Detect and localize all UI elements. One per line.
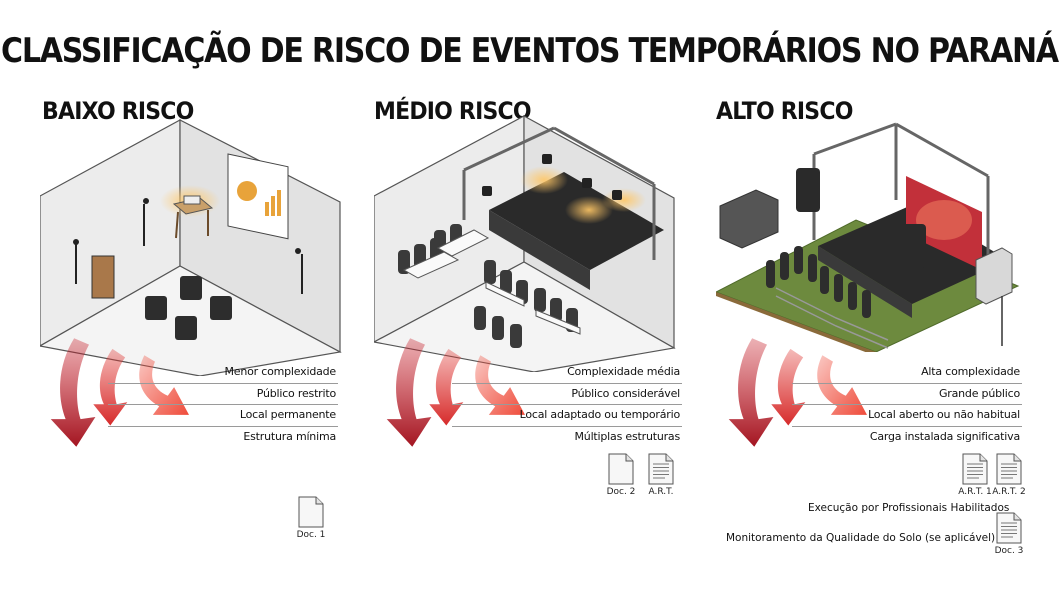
document-icon — [608, 453, 634, 485]
medium-doc-art: A.R.T. — [646, 453, 676, 497]
high-attr-item: Grande público — [792, 384, 1022, 405]
requirement-soil-monitoring: Monitoramento da Qualidade do Solo (se a… — [726, 532, 996, 544]
document-lines-icon — [648, 453, 674, 485]
high-risk-title: ALTO RISCO — [716, 98, 853, 126]
doc-label: Doc. 1 — [296, 530, 326, 540]
high-risk-outdoor-stage-illustration — [716, 122, 1020, 352]
high-risk-attributes: Alta complexidade Grande público Local a… — [792, 362, 1022, 448]
low-attr-item: Local permanente — [108, 405, 338, 427]
document-lines-icon — [962, 453, 988, 485]
high-attr-item: Alta complexidade — [792, 362, 1022, 384]
doc-label: A.R.T. — [648, 487, 674, 497]
doc-label: A.R.T. 1 — [958, 487, 992, 497]
low-risk-attributes: Menor complexidade Público restrito Loca… — [108, 362, 338, 448]
high-doc-art-2: A.R.T. 2 — [992, 453, 1026, 497]
document-lines-icon — [996, 512, 1022, 544]
low-attr-item: Estrutura mínima — [243, 429, 336, 443]
high-doc-art-1: A.R.T. 1 — [958, 453, 992, 497]
medium-attr-item: Público considerável — [452, 384, 682, 405]
medium-risk-title: MÉDIO RISCO — [374, 98, 532, 126]
medium-risk-attributes: Complexidade média Público considerável … — [452, 362, 682, 448]
medium-attr-item: Local adaptado ou temporário — [452, 405, 682, 427]
low-attr-item: Menor complexidade — [108, 362, 338, 384]
low-doc-1: Doc. 1 — [296, 496, 326, 540]
high-attr-item: Local aberto ou não habitual — [792, 405, 1022, 427]
low-risk-title: BAIXO RISCO — [42, 98, 194, 126]
low-risk-room-illustration — [40, 118, 342, 376]
medium-risk-hall-illustration — [374, 114, 676, 372]
document-icon — [298, 496, 324, 528]
medium-attr-item: Múltiplas estruturas — [574, 429, 681, 443]
low-attr-item: Público restrito — [108, 384, 338, 405]
high-doc-3: Doc. 3 — [992, 512, 1026, 556]
medium-doc-2: Doc. 2 — [606, 453, 636, 497]
high-attr-item: Carga instalada significativa — [869, 429, 1020, 443]
main-title: CLASSIFICAÇÃO DE RISCO DE EVENTOS TEMPOR… — [1, 31, 1059, 72]
doc-label: Doc. 3 — [994, 546, 1024, 556]
doc-label: Doc. 2 — [606, 487, 636, 497]
medium-attr-item: Complexidade média — [452, 362, 682, 384]
requirement-professionals: Execução por Profissionais Habilitados — [808, 502, 1010, 514]
doc-label: A.R.T. 2 — [992, 487, 1026, 497]
document-lines-icon — [996, 453, 1022, 485]
